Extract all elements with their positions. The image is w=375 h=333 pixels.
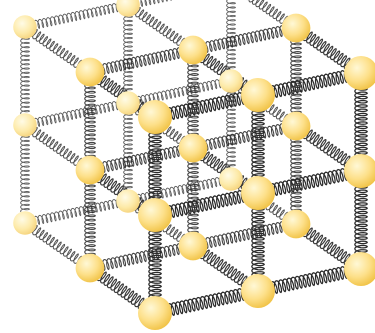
atom-sphere-002 — [13, 211, 37, 235]
atom-sphere-212 — [219, 69, 243, 93]
atom-sphere-211 — [282, 112, 311, 141]
spring-x-122-222 — [129, 0, 233, 9]
atom-sphere-112 — [116, 91, 140, 115]
spring-y-002-012 — [21, 123, 30, 222]
atom-sphere-110 — [241, 176, 275, 210]
atom-sphere-120 — [241, 78, 275, 112]
atom-sphere-111 — [179, 134, 208, 163]
spring-y-012-022 — [21, 25, 30, 124]
atom-sphere-000 — [138, 296, 172, 330]
atom-sphere-001 — [76, 254, 105, 283]
spring-y-102-112 — [124, 101, 133, 200]
atom-sphere-010 — [138, 198, 172, 232]
spring-x-022-122 — [26, 1, 130, 31]
atom-sphere-011 — [76, 156, 105, 185]
atom-sphere-020 — [138, 100, 172, 134]
spring-x-002-102 — [26, 197, 130, 227]
atom-sphere-100 — [241, 274, 275, 308]
atom-sphere-022 — [13, 15, 37, 39]
atom-sphere-101 — [179, 232, 208, 261]
atom-sphere-201 — [282, 210, 311, 239]
atom-sphere-012 — [13, 113, 37, 137]
atom-sphere-021 — [76, 58, 105, 87]
atom-sphere-102 — [116, 189, 140, 213]
atom-sphere-202 — [219, 167, 243, 191]
spring-y-112-122 — [124, 3, 133, 102]
atom-sphere-221 — [282, 14, 311, 43]
atom-sphere-121 — [179, 36, 208, 65]
spring-x-012-112 — [26, 99, 130, 129]
